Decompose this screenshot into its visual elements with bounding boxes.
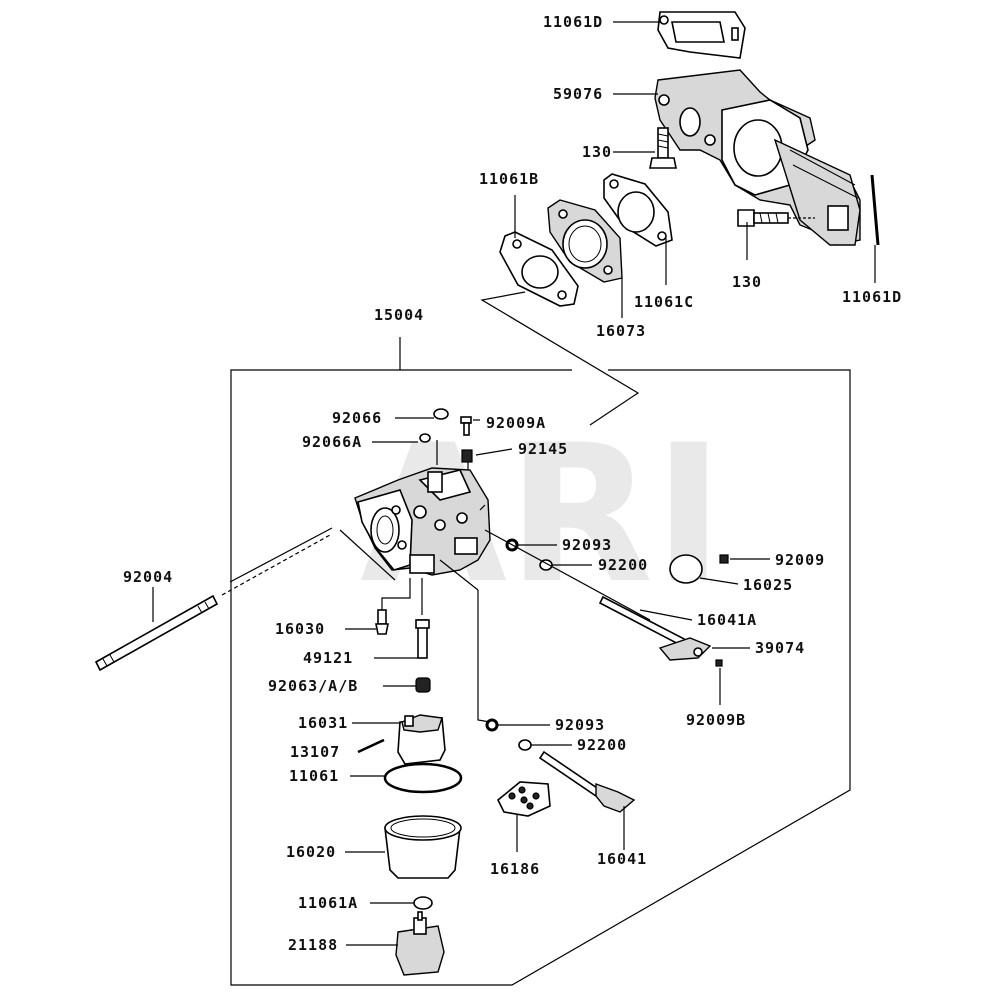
label-11061B: 11061B (479, 170, 539, 188)
label-92063: 92063/A/B (268, 677, 358, 695)
label-16030: 16030 (275, 620, 325, 638)
label-16031: 16031 (298, 714, 348, 732)
label-92009A: 92009A (486, 414, 546, 432)
label-16020: 16020 (286, 843, 336, 861)
label-92009B: 92009B (686, 711, 746, 729)
part-130-bolt-lower (737, 209, 815, 227)
part-92066A-plug (419, 433, 431, 443)
label-130-lower: 130 (732, 273, 762, 291)
part-11061D-gasket-right (870, 174, 880, 246)
part-59076-intake-manifold (654, 69, 861, 246)
label-16041A: 16041A (697, 611, 757, 629)
part-92063-nozzle (415, 677, 431, 693)
label-59076: 59076 (553, 85, 603, 103)
label-21188: 21188 (288, 936, 338, 954)
part-39074-lever (658, 637, 712, 661)
label-92200-lower: 92200 (577, 736, 627, 754)
label-92066A: 92066A (302, 433, 362, 451)
part-11061D-gasket-top (657, 11, 746, 59)
part-16186-choke-plate (496, 781, 551, 817)
part-carburetor-body (354, 467, 491, 576)
label-11061D-right: 11061D (842, 288, 902, 306)
part-92009B-screw (715, 659, 723, 667)
part-92004-stud (94, 534, 331, 672)
part-16020-float-bowl (384, 815, 462, 879)
part-16073-insulator (547, 199, 623, 283)
label-92093-upper: 92093 (562, 536, 612, 554)
part-13107-pin (357, 738, 385, 754)
label-92066: 92066 (332, 409, 382, 427)
label-13107: 13107 (290, 743, 340, 761)
part-92093-oring-lower (485, 718, 499, 732)
part-11061-oring (383, 762, 463, 794)
part-16025-throttle-plate (669, 554, 703, 584)
part-16041-choke-shaft (538, 750, 636, 813)
label-39074: 39074 (755, 639, 805, 657)
shaft-axis-upper (484, 529, 651, 621)
part-92145-spring (461, 449, 473, 463)
part-labels: 11061D 59076 130 11061B 130 11061D 11061… (123, 13, 902, 954)
part-11061A-washer (413, 896, 433, 910)
part-11061C-gasket (603, 173, 673, 247)
label-92145: 92145 (518, 440, 568, 458)
part-11061B-gasket (499, 231, 579, 307)
part-16031-float (397, 714, 446, 765)
part-92009A-screw (460, 416, 472, 436)
label-11061: 11061 (289, 767, 339, 785)
part-92066-plug (433, 408, 449, 420)
label-11061A: 11061A (298, 894, 358, 912)
label-49121: 49121 (303, 649, 353, 667)
assembly-frame (230, 337, 851, 986)
label-130-upper: 130 (582, 143, 612, 161)
part-130-bolt-upper (649, 127, 677, 169)
label-92200-upper: 92200 (598, 556, 648, 574)
label-16041: 16041 (597, 850, 647, 868)
part-21188-solenoid (395, 911, 445, 976)
label-15004: 15004 (374, 306, 424, 324)
label-92004: 92004 (123, 568, 173, 586)
label-92009: 92009 (775, 551, 825, 569)
label-11061C: 11061C (634, 293, 694, 311)
part-49121-tube (415, 619, 430, 659)
part-92009-screw (719, 554, 729, 564)
part-16030-jet (375, 609, 389, 635)
assembly-guide-lines (480, 291, 640, 426)
label-16186: 16186 (490, 860, 540, 878)
part-92200-washer-lower (518, 739, 532, 751)
label-16025: 16025 (743, 576, 793, 594)
label-92093-lower: 92093 (555, 716, 605, 734)
label-11061D-top: 11061D (543, 13, 603, 31)
leader-lines (152, 21, 876, 946)
label-16073: 16073 (596, 322, 646, 340)
